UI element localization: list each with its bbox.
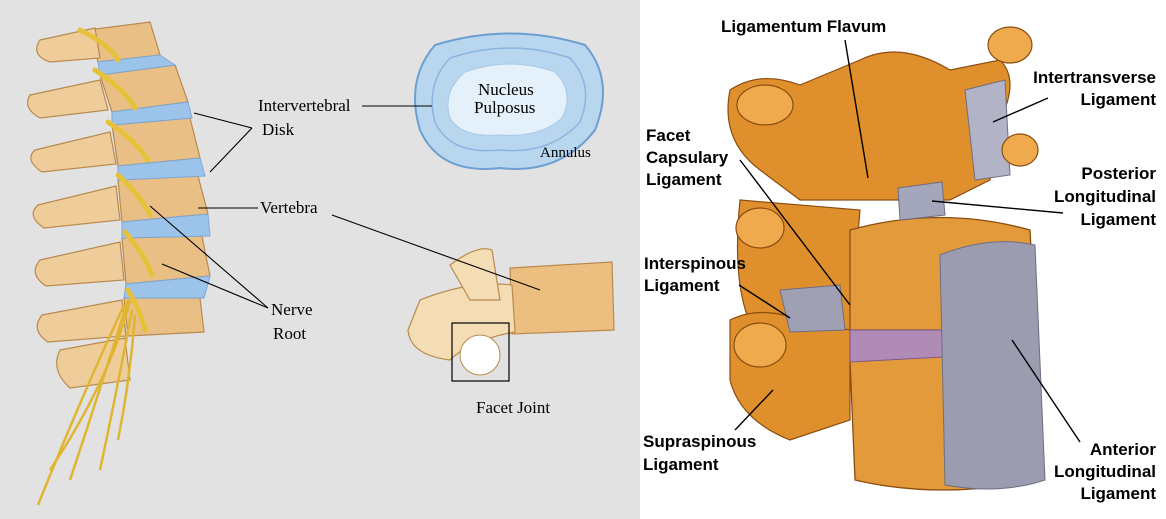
label-facet-ligament: Ligament [646,170,722,190]
label-intertransverse-ligament: Ligament [1008,90,1156,110]
label-intertransverse: Intertransverse [1008,68,1156,88]
label-vertebra: Vertebra [260,198,318,217]
facet-joint-vertebra [408,249,614,381]
ligament-view [728,27,1045,490]
label-posterior: Posterior [1008,164,1156,184]
label-pulposus: Pulposus [474,98,535,117]
label-ligamentum-flavum: Ligamentum Flavum [721,17,886,37]
label-intervertebral: Intervertebral [258,96,351,115]
label-disk: Disk [262,120,294,139]
label-posterior-longitudinal: Longitudinal [1008,187,1156,207]
label-anterior-longitudinal: Longitudinal [1008,462,1156,482]
label-annulus: Annulus [540,144,591,163]
label-supraspinous-ligament: Ligament [643,455,719,475]
label-anterior: Anterior [1008,440,1156,460]
label-supraspinous: Supraspinous [643,432,756,452]
label-facet-joint: Facet Joint [476,398,550,417]
label-interspinous-ligament: Ligament [644,276,720,296]
label-nerve: Nerve [271,300,313,319]
label-anterior-ligament: Ligament [1008,484,1156,504]
spine-side-view [28,22,210,505]
label-posterior-ligament: Ligament [1008,210,1156,230]
label-capsulary: Capsulary [646,148,728,168]
label-root: Root [273,324,306,343]
label-interspinous: Interspinous [644,254,746,274]
label-nucleus: Nucleus [478,80,534,99]
label-facet: Facet [646,126,690,146]
